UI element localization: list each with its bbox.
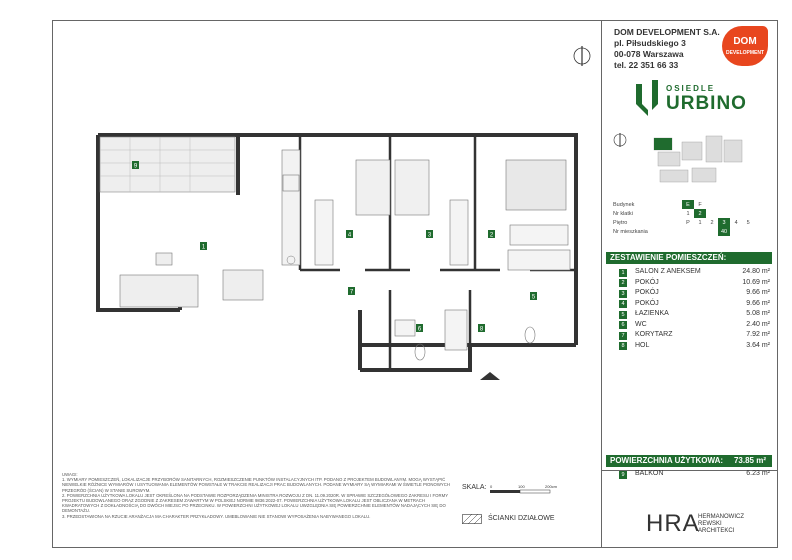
mieszkania-label: Nr mieszkania — [613, 228, 648, 235]
company-name: DOM DEVELOPMENT S.A. — [614, 27, 720, 37]
scale-tick: 200cm — [545, 484, 558, 489]
budynek-label: Budynek — [613, 201, 635, 208]
note-line: 2. POWIERZCHNIA UŻYTKOWA LOKALU JEST OKR… — [62, 492, 448, 514]
notes-title: UWAGI: — [62, 472, 78, 477]
pietro-option: P — [686, 219, 690, 226]
klatka-option: 2 — [694, 209, 706, 218]
pietro-option: 4 — [734, 219, 738, 226]
summary-header: ZESTAWIENIE POMIESZCZEŃ: — [606, 252, 772, 264]
usable-area-label: POWIERZCHNIA UŻYTKOWA: — [610, 456, 724, 465]
usable-area-value: 73.85 m² — [733, 456, 766, 465]
pietro-label: Piętro — [613, 219, 628, 226]
company-info: DOM DEVELOPMENT S.A. pl. Piłsudskiego 3 … — [614, 27, 720, 71]
klatka-label: Nr klatki — [613, 210, 633, 217]
apartment-info-table: Budynek E F Nr klatki 1 2 Piętro P 1 2 3… — [610, 200, 754, 236]
note-line: 3. PRZEDSTAWIONA NA RZUCIE ARANŻACJA MA … — [62, 513, 371, 519]
scale-label: SKALA: — [462, 484, 487, 491]
estate-logo: OSIEDLE URBINO — [634, 80, 754, 120]
note-line: 1. WYMIARY POMIESZCZEŃ, LOKALIZACJE PRZY… — [62, 477, 450, 493]
plan-label-9: 9 — [134, 164, 138, 170]
plan-label-1: 1 — [202, 245, 206, 251]
plan-label-5: 5 — [532, 295, 536, 301]
estate-name: URBINO — [666, 93, 747, 114]
plan-label-3: 3 — [428, 233, 432, 239]
sheet-divider-bottom — [601, 470, 778, 471]
budynek-option: E — [682, 200, 694, 209]
pietro-option: 5 — [746, 219, 750, 226]
plan-label-8: 8 — [480, 327, 484, 333]
estate-prefix: OSIEDLE — [666, 84, 716, 93]
budynek-option: F — [698, 201, 702, 208]
architect-logo: HRA HERMANOWICZ REWSKI ARCHITEKCI — [646, 510, 744, 537]
room-tags — [132, 161, 537, 332]
pietro-option: 3 — [718, 218, 731, 227]
scale-bar: 0 100 200cm — [490, 484, 558, 494]
north-arrow-icon — [573, 46, 591, 66]
sheet-divider — [601, 20, 602, 548]
urbino-mark-icon — [636, 80, 658, 116]
pietro-option: 1 — [698, 219, 702, 226]
company-street: pl. Piłsudskiego 3 — [614, 38, 686, 48]
floor-plan: 1 2 3 4 5 6 7 8 9 — [96, 133, 578, 380]
dom-development-logo: DOM DEVELOPMENT — [722, 26, 768, 66]
plan-label-7: 7 — [350, 290, 354, 296]
klatka-option: 1 — [686, 210, 690, 217]
plan-label-6: 6 — [418, 327, 422, 333]
plan-label-4: 4 — [348, 233, 352, 239]
company-phone: tel. 22 351 66 33 — [614, 60, 679, 70]
partition-legend-swatch — [462, 514, 482, 524]
scale-tick: 100 — [518, 484, 525, 489]
site-key-plan — [613, 133, 743, 183]
usable-area-bar: POWIERZCHNIA UŻYTKOWA: 73.85 m² — [606, 455, 772, 467]
company-city: 00-078 Warszawa — [614, 49, 684, 59]
notes: UWAGI: 1. WYMIARY POMIESZCZEŃ, LOKALIZAC… — [62, 472, 456, 519]
plan-label-2: 2 — [490, 233, 494, 239]
pietro-option: 2 — [710, 219, 714, 226]
scale-tick: 0 — [490, 484, 493, 489]
mieszkania-value: 40 — [718, 227, 731, 236]
partition-legend-label: ŚCIANKI DZIAŁOWE — [488, 515, 555, 522]
sheet-frame — [52, 20, 778, 548]
